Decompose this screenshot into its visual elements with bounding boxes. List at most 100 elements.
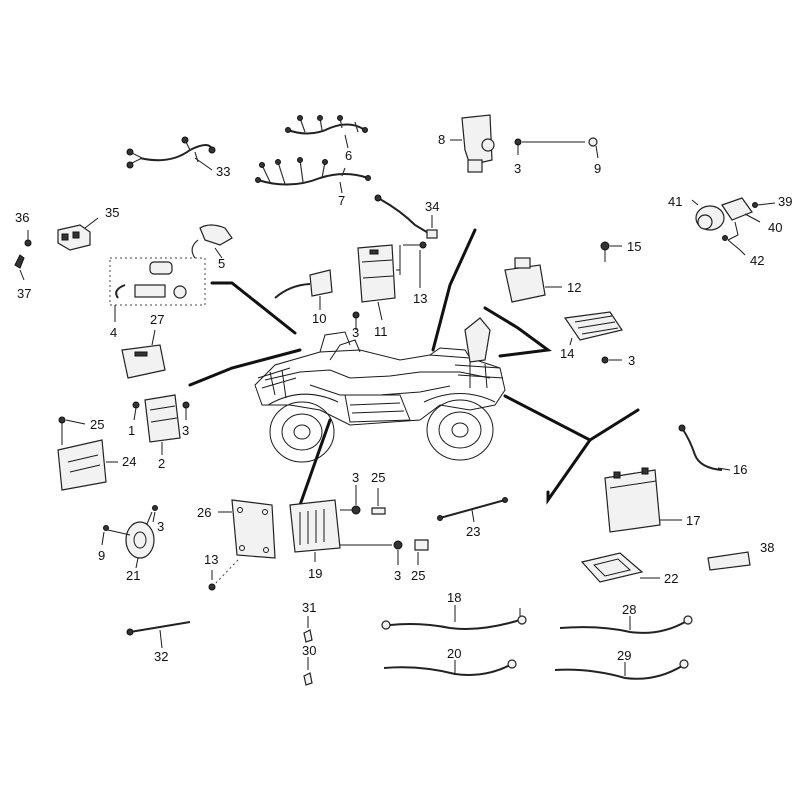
part-21-horn [101, 505, 158, 569]
callout-6: 6 [345, 148, 352, 163]
part-20-cable [383, 659, 517, 676]
part-25-screw-left [58, 416, 86, 445]
part-7-wire-harness [255, 157, 371, 194]
callout-3-ecu-bottom: 3 [394, 568, 401, 583]
callout-23: 23 [466, 524, 480, 539]
callout-40: 40 [768, 220, 782, 235]
callout-38: 38 [760, 540, 774, 555]
part-31-terminal [303, 616, 313, 643]
part-3-9-bolt-upper [514, 137, 599, 159]
callout-31: 31 [302, 600, 316, 615]
part-32-cable [126, 621, 191, 649]
callout-2: 2 [158, 456, 165, 471]
callout-labels: 33 6 7 8 3 9 34 35 36 37 5 4 10 11 3 13 … [15, 132, 792, 664]
leader-lines [188, 228, 640, 507]
part-26-mounting-plate [208, 499, 276, 591]
callout-21: 21 [126, 568, 140, 583]
part-17-battery [604, 467, 682, 533]
part-39-bolt [752, 202, 776, 208]
callout-41: 41 [668, 194, 682, 209]
callout-26: 26 [197, 505, 211, 520]
callout-20: 20 [447, 646, 461, 661]
callout-39: 39 [778, 194, 792, 209]
callout-12: 12 [567, 280, 581, 295]
part-12-relay [504, 257, 562, 303]
callout-3-upper: 3 [514, 161, 521, 176]
callout-36: 36 [15, 210, 29, 225]
part-3-nut-left [182, 401, 190, 420]
part-27-flasher [121, 329, 166, 379]
callout-19: 19 [308, 566, 322, 581]
part-19-ecu [289, 499, 341, 562]
part-18-cable [381, 605, 527, 630]
callout-3-horn: 3 [157, 519, 164, 534]
part-1-screw [132, 401, 140, 421]
callout-16: 16 [733, 462, 747, 477]
callout-32: 32 [154, 649, 168, 664]
callout-4: 4 [110, 325, 117, 340]
callout-13-upper: 13 [413, 291, 427, 306]
callout-7: 7 [338, 193, 345, 208]
part-33-wire-harness [126, 136, 216, 171]
callout-3-center: 3 [352, 325, 359, 340]
callout-1: 1 [128, 423, 135, 438]
callout-28: 28 [622, 602, 636, 617]
callout-3-ecu-top: 3 [352, 470, 359, 485]
callout-13-lower: 13 [204, 552, 218, 567]
callout-33: 33 [216, 164, 230, 179]
part-3-nut-right [601, 356, 622, 364]
part-22-battery-tray [580, 552, 660, 583]
part-30-terminal [303, 657, 313, 686]
callout-29: 29 [617, 648, 631, 663]
part-40-bracket [721, 197, 761, 223]
part-14-voltage-regulator [563, 311, 623, 346]
part-29-cable [554, 659, 689, 680]
part-3-nut-center [352, 311, 360, 330]
part-28-cable [559, 615, 693, 634]
callout-27: 27 [150, 312, 164, 327]
callout-42: 42 [750, 253, 764, 268]
atv-vehicle [254, 317, 506, 463]
part-35-relay [57, 217, 99, 251]
part-3-25-fasteners-ecu-bottom [340, 539, 429, 565]
part-16-battery-cable [678, 424, 731, 471]
callout-25-ecu-bottom: 25 [411, 568, 425, 583]
part-34-sensor [374, 194, 438, 239]
part-8-starter-solenoid [450, 114, 495, 173]
part-6-wire-harness [285, 115, 368, 149]
callout-34: 34 [425, 199, 439, 214]
callout-11: 11 [374, 324, 388, 339]
part-2-cdi-unit [144, 394, 181, 455]
part-36-37-fasteners [14, 230, 32, 281]
callout-30: 30 [302, 643, 316, 658]
callout-17: 17 [686, 513, 700, 528]
callout-3-right: 3 [628, 353, 635, 368]
part-11-cdi-module [357, 244, 400, 321]
callout-35: 35 [105, 205, 119, 220]
callout-22: 22 [664, 571, 678, 586]
part-41-horn [691, 199, 725, 231]
callout-15: 15 [627, 239, 641, 254]
callout-9-horn: 9 [98, 548, 105, 563]
callout-9-upper: 9 [594, 161, 601, 176]
callout-25-left: 25 [90, 417, 104, 432]
callout-24: 24 [122, 454, 136, 469]
callout-5: 5 [218, 256, 225, 271]
callout-8: 8 [438, 132, 445, 147]
part-24-fuse-box [57, 439, 118, 491]
part-38-fuse [707, 551, 751, 571]
callout-14: 14 [560, 346, 574, 361]
part-23-cable [437, 497, 508, 523]
part-42-bolt [722, 221, 746, 256]
callout-37: 37 [17, 286, 31, 301]
part-15-bolt [600, 241, 622, 262]
callout-18: 18 [447, 590, 461, 605]
part-13-bolt-upper [399, 241, 427, 288]
callout-3-left: 3 [182, 423, 189, 438]
part-3-25-fasteners-ecu-top [340, 485, 386, 515]
part-4-5-ignition-group [109, 224, 233, 322]
part-10-bracket [274, 269, 333, 310]
callout-10: 10 [312, 311, 326, 326]
